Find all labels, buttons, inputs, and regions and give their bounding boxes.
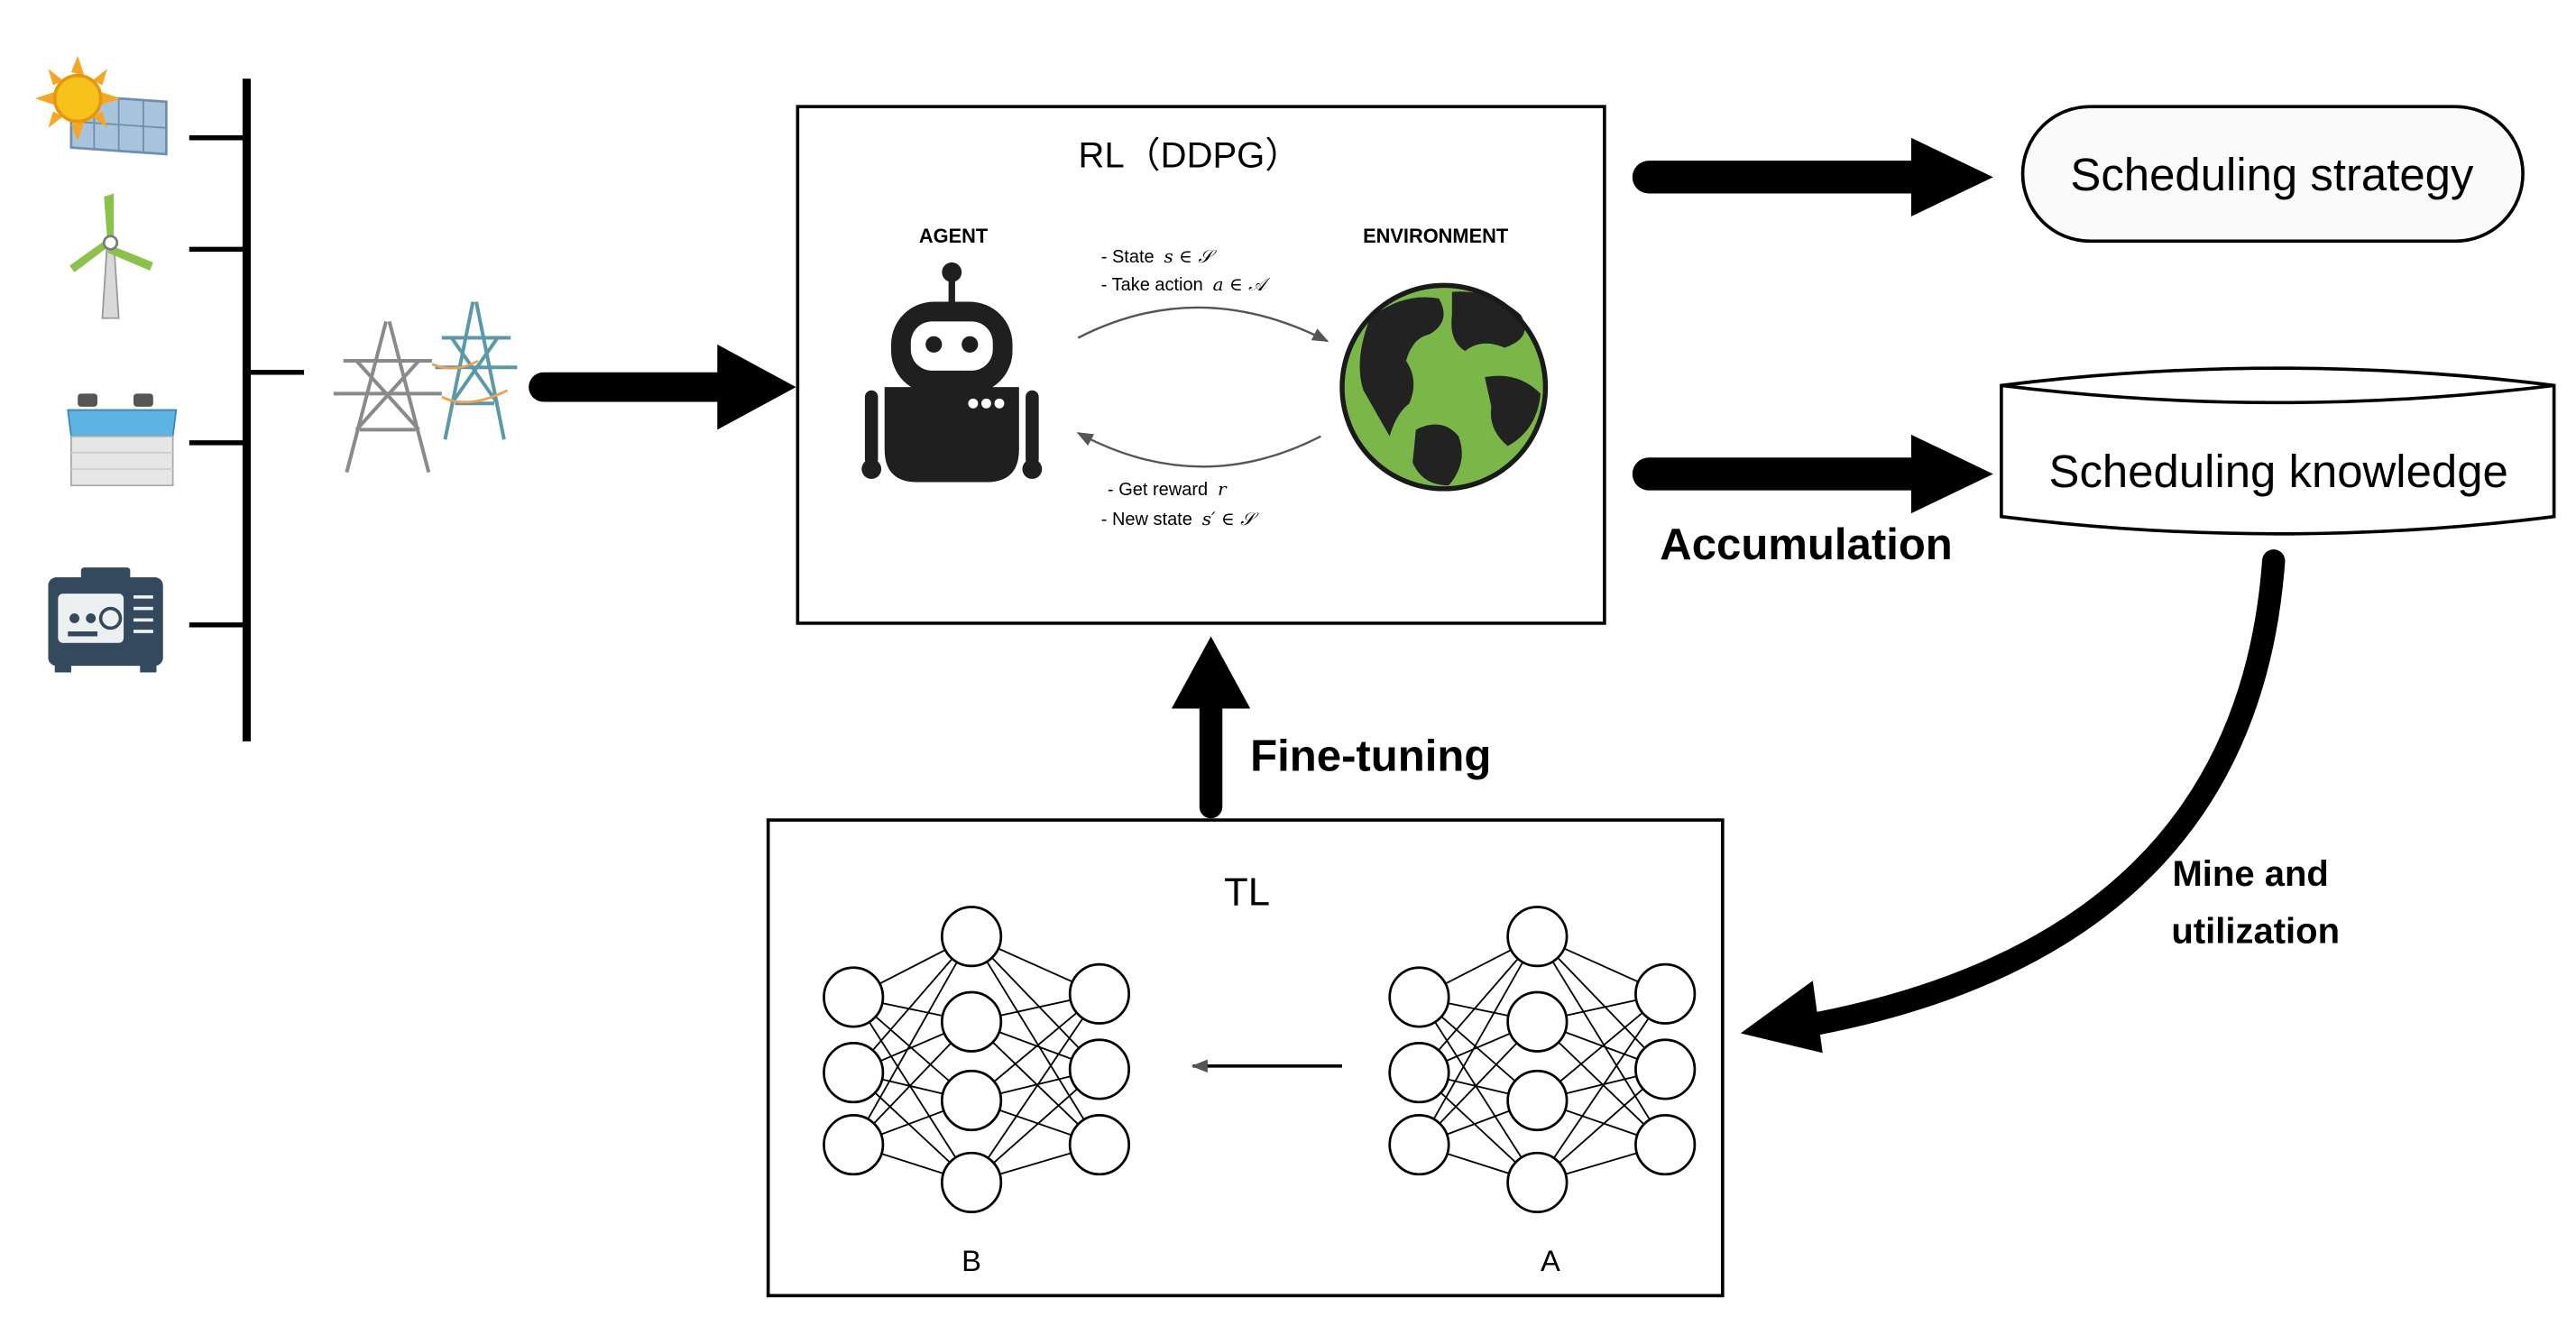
accumulation-label: Accumulation (1660, 520, 1953, 569)
energy-sources (34, 55, 518, 741)
network-a-node (1506, 1069, 1569, 1132)
strategy-arrow (1632, 137, 1993, 216)
network-b-node (823, 1114, 885, 1176)
network-a-node (1506, 1151, 1569, 1213)
scheduling-strategy-label: Scheduling strategy (2070, 149, 2474, 200)
knowledge-arrow (1632, 434, 1993, 514)
input-arrow (529, 344, 796, 430)
network-a-edge (1536, 993, 1666, 1183)
network-b-node (941, 990, 1003, 1053)
network-a-node (1506, 990, 1569, 1053)
network-b-node (941, 906, 1003, 968)
network-b (823, 906, 1130, 1213)
mine-utilization-arrow (1740, 549, 2286, 1054)
tl-title: TL (1224, 871, 1270, 915)
wind-turbine-icon (69, 193, 153, 319)
network-b-edge (971, 993, 1100, 1183)
network-a-node (1634, 1038, 1697, 1100)
network-a-node (1634, 1114, 1697, 1176)
network-b-edge (852, 935, 972, 1146)
network-a-node (1634, 962, 1697, 1025)
scheduling-knowledge-store: Scheduling knowledge (2000, 366, 2556, 536)
battery-icon (67, 393, 178, 487)
network-b-node (823, 1042, 885, 1104)
network-a-node (1506, 906, 1569, 968)
rl-box: RL（DDPG） AGENT ENVIRONMENT (796, 105, 1606, 625)
network-b-node (941, 1151, 1003, 1213)
fine-tuning-label: Fine-tuning (1250, 732, 1491, 781)
robot-agent-icon (861, 262, 1043, 483)
scheduling-knowledge-label: Scheduling knowledge (2049, 446, 2508, 497)
network-a-edge (1418, 935, 1539, 1146)
fine-tuning-arrow (1171, 636, 1251, 819)
network-b-node (823, 966, 885, 1028)
network-a-edge (1418, 996, 1539, 1183)
agent-to-env-arrow (1077, 306, 1329, 343)
network-a-edge (1536, 935, 1666, 1146)
agent-label: AGENT (919, 225, 989, 247)
network-b-node (1068, 962, 1130, 1025)
mine-utilization-label: Mine and utilization (2171, 854, 2340, 952)
network-b-node (1068, 1038, 1130, 1100)
rl-title: RL（DDPG） (1079, 135, 1302, 175)
scheduling-strategy-node: Scheduling strategy (2020, 105, 2525, 244)
network-b-edge (852, 996, 972, 1183)
network-a-node (1388, 1114, 1450, 1176)
generator-icon (48, 567, 163, 673)
network-a-node (1388, 966, 1450, 1028)
env-to-agent-arrow (1076, 431, 1321, 468)
tl-box-frame (766, 818, 1725, 1298)
network-a-node (1388, 1042, 1450, 1104)
network-b-node (1068, 1114, 1130, 1176)
network-a (1388, 906, 1697, 1213)
network-b-edge (971, 935, 1100, 1146)
solar-panel-icon (34, 55, 168, 156)
tl-box: TL B A (766, 818, 1725, 1298)
transmission-tower-icon (333, 301, 518, 474)
network-b-label: B (961, 1244, 981, 1277)
environment-label: ENVIRONMENT (1363, 225, 1509, 247)
earth-environment-icon (1339, 282, 1549, 492)
network-b-node (941, 1069, 1003, 1132)
network-a-label: A (1541, 1244, 1560, 1277)
